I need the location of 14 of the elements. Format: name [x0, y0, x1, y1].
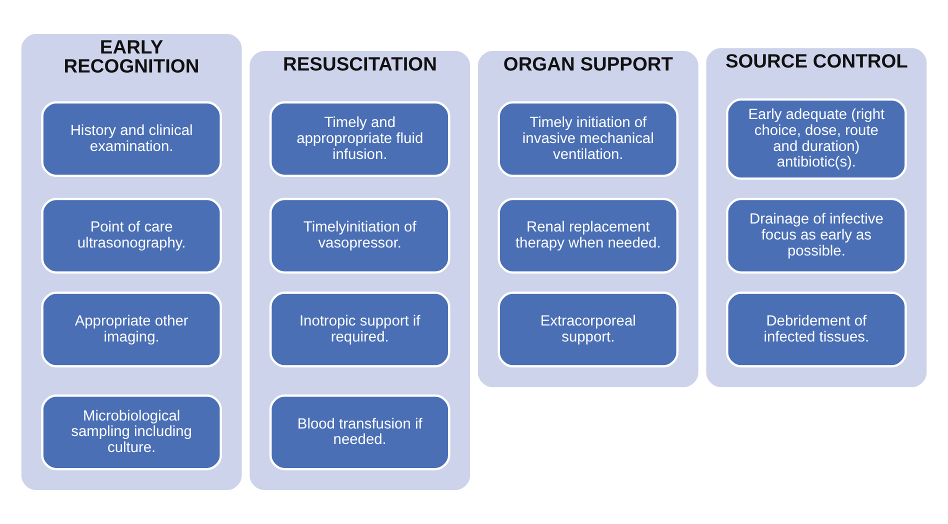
node-box: Renal replacement therapy when needed.: [498, 198, 679, 274]
node-box: Timely and appropropriate fluid infusion.: [269, 101, 450, 177]
node-box: Debridement of infected tissues.: [726, 292, 907, 368]
node-box: Blood transfusion if needed.: [269, 394, 450, 470]
node-box: Timelyinitiation of vasopressor.: [269, 198, 450, 274]
node-box: History and clinical examination.: [41, 101, 222, 177]
node-box: Drainage of infective focus as early as possible.: [726, 198, 907, 274]
node-box: Appropriate other imaging.: [41, 292, 222, 368]
node-box: Point of care ultrasonography.: [41, 198, 222, 274]
node-box: Extracorporeal support.: [498, 292, 679, 368]
node-box: Microbiological sampling including culture.: [41, 394, 222, 470]
node-box: Early adequate (right choice, dose, route and duration) antibiotic(s).: [726, 98, 907, 180]
node-box: Inotropic support if required.: [269, 292, 450, 368]
node-box: Timely initiation of invasive mechanical ventilation.: [498, 101, 679, 177]
